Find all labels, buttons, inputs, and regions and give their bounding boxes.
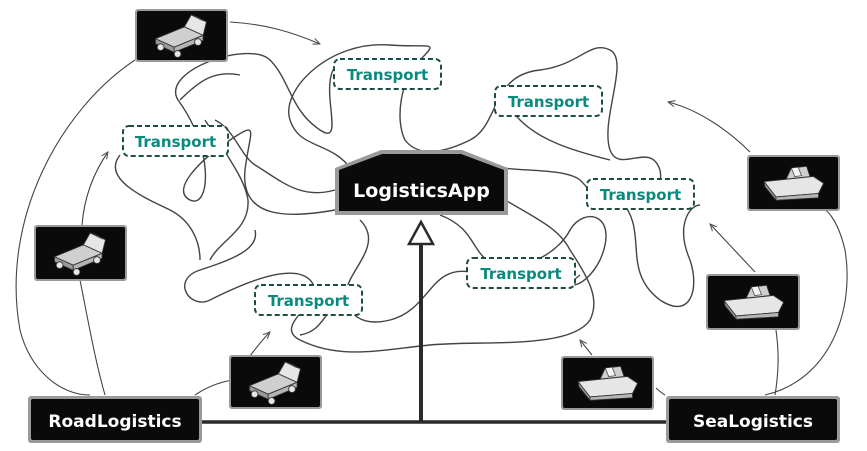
sea-logistics-box: SeaLogistics xyxy=(666,396,840,443)
transport-label-3: Transport xyxy=(494,85,603,117)
truck-icon xyxy=(34,225,127,281)
truck-icon xyxy=(229,355,322,409)
wire-road-mid xyxy=(79,279,106,396)
arrow-top-truck xyxy=(229,21,320,44)
sea-logistics-label: SeaLogistics xyxy=(693,412,813,432)
boat-icon xyxy=(561,356,654,410)
wire-sea-mid xyxy=(774,329,779,396)
road-logistics-box: RoadLogistics xyxy=(28,396,202,443)
arrow-mid-boat xyxy=(710,224,756,273)
boat-icon xyxy=(747,155,840,211)
arrow-bottom-truck xyxy=(249,332,270,357)
transport-label-1: Transport xyxy=(122,125,229,157)
transport-text-4: Transport xyxy=(600,186,681,204)
connector-lines xyxy=(15,21,848,396)
transport-label-4: Transport xyxy=(586,178,695,210)
inheritance-trunk xyxy=(200,219,670,424)
boat-icon xyxy=(706,274,800,330)
arrow-top-boat xyxy=(668,102,751,153)
wire-sea-bottom xyxy=(655,387,666,396)
transport-label-6: Transport xyxy=(254,284,363,316)
arrow-mid-truck xyxy=(81,152,108,226)
tangled-wires xyxy=(114,44,701,353)
transport-text-6: Transport xyxy=(268,292,349,310)
logistics-app-label: LogisticsApp xyxy=(353,180,490,202)
transport-text-3: Transport xyxy=(508,93,589,111)
inheritance-arrow-icon xyxy=(406,219,436,246)
truck-icon xyxy=(135,9,228,62)
transport-text-2: Transport xyxy=(347,66,428,84)
arrow-bottom-boat xyxy=(580,340,593,356)
wire-road-top xyxy=(15,59,136,396)
logistics-app-box: LogisticsApp xyxy=(335,150,508,215)
road-logistics-label: RoadLogistics xyxy=(48,412,181,432)
transport-label-2: Transport xyxy=(333,58,442,90)
wire-road-bottom xyxy=(194,379,233,396)
transport-text-1: Transport xyxy=(135,133,216,151)
transport-text-5: Transport xyxy=(480,265,561,283)
wire-sea-top xyxy=(764,208,848,396)
transport-label-5: Transport xyxy=(466,257,576,289)
